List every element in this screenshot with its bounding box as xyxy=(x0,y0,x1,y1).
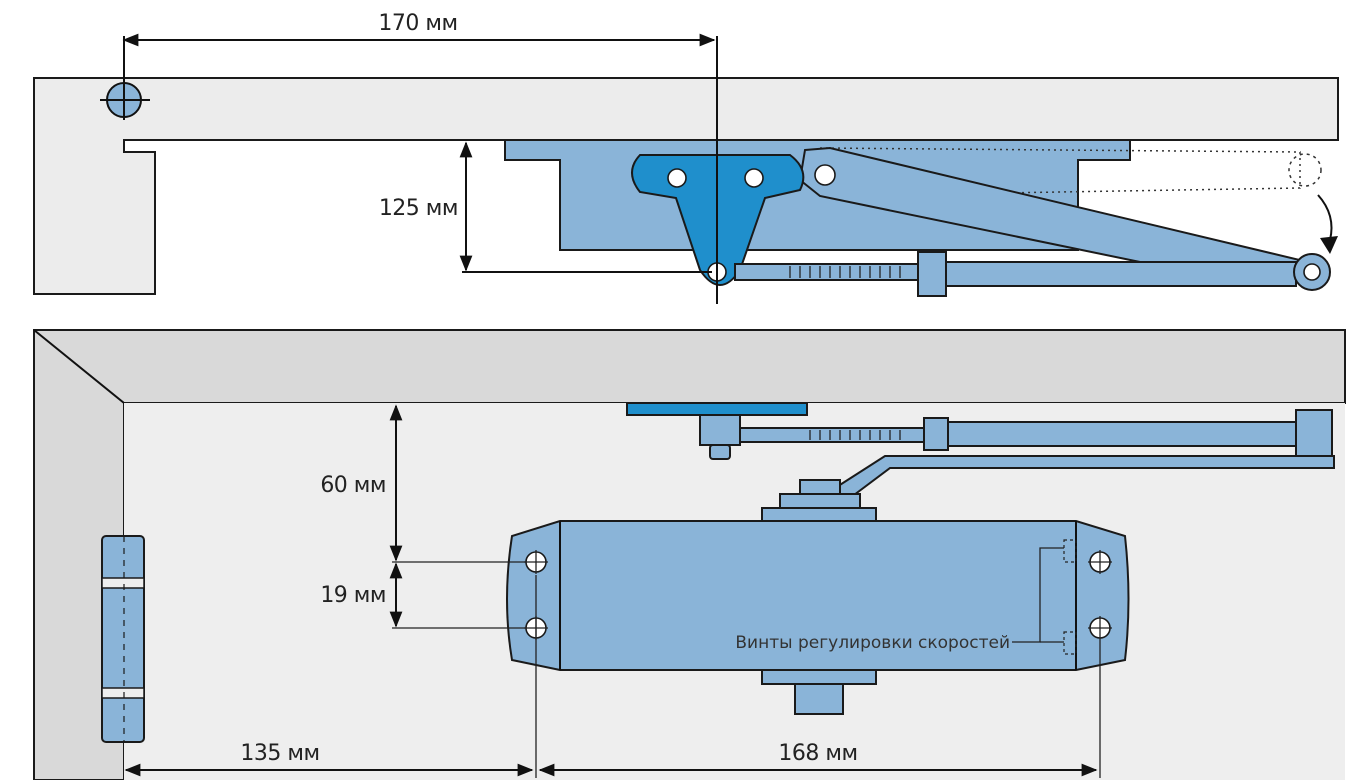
spindle-bottom xyxy=(794,683,844,715)
side-view: 170 мм 125 мм xyxy=(33,11,1339,304)
arm-end-hole xyxy=(1303,263,1321,281)
lower-arm xyxy=(945,261,1297,287)
dim-label-125: 125 мм xyxy=(379,196,458,221)
ghost-arm-end xyxy=(1288,153,1322,187)
bracket-hole-left xyxy=(667,168,687,188)
speed-screw-leader xyxy=(1012,547,1064,643)
spindle-mid xyxy=(779,493,861,509)
bracket-hole-right xyxy=(744,168,764,188)
rod-thread xyxy=(789,266,901,278)
speed-screw-bottom xyxy=(1063,631,1077,655)
arm-joint-plan xyxy=(1295,409,1333,457)
bracket-pin xyxy=(709,444,731,460)
hinge xyxy=(101,535,145,743)
rod-plan-thread xyxy=(809,430,901,440)
hinge-knuckle-bottom xyxy=(101,687,145,699)
dim-label-60: 60 мм xyxy=(320,473,386,498)
ghost-arm xyxy=(819,147,1301,197)
swing-arrowhead xyxy=(1320,236,1338,254)
adjustment-nut xyxy=(917,251,947,297)
bracket-block xyxy=(699,414,741,446)
arm-plan-upper xyxy=(947,421,1304,447)
rod-nut-plan xyxy=(923,417,949,451)
rod-plan xyxy=(739,427,926,443)
arm-pivot-hole xyxy=(814,164,836,186)
frame-bracket xyxy=(626,402,808,416)
spindle-top xyxy=(799,479,841,495)
dim-label-19: 19 мм xyxy=(320,583,386,608)
dim-label-170: 170 мм xyxy=(378,11,457,36)
door-frame-profile xyxy=(33,77,1339,295)
speed-screw-top xyxy=(1063,539,1077,563)
dim-label-135: 135 мм xyxy=(240,741,319,766)
swing-arrow xyxy=(1317,194,1333,241)
hinge-knuckle-top xyxy=(101,577,145,589)
spindle-bottom-base xyxy=(761,669,877,685)
dim-label-168: 168 мм xyxy=(778,741,857,766)
spindle-base xyxy=(761,507,877,523)
frame-corner xyxy=(33,329,125,404)
speed-screws-label: Винты регулировки скоростей xyxy=(735,633,1010,653)
plan-view: Винты регулировки скоростей 60 мм 19 мм … xyxy=(33,329,1346,780)
